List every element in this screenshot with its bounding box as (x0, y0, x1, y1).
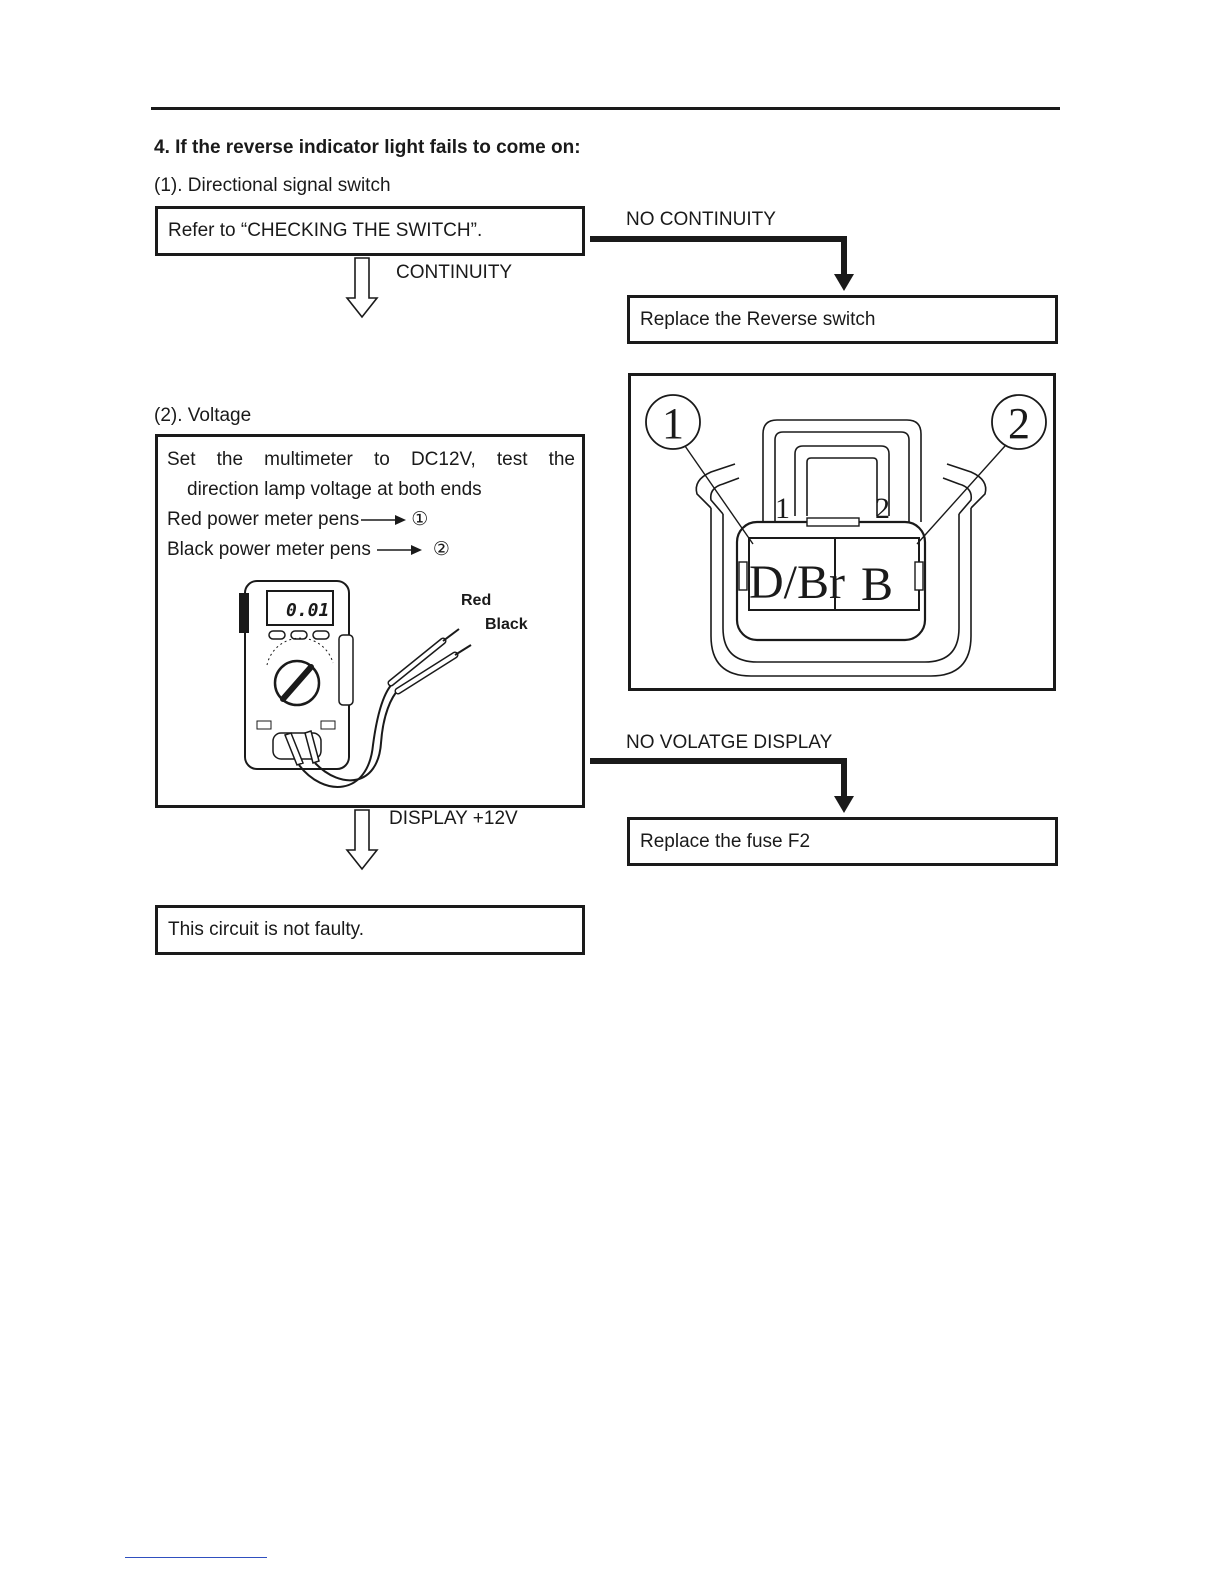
connector-diagram: 1 2 D/Br B 1 2 (645, 394, 1047, 677)
word: DC12V, (410, 449, 476, 470)
step1-check-text: Refer to “CHECKING THE SWITCH”. (168, 220, 483, 241)
black-pen-label: Black power meter pens (167, 539, 371, 560)
callout-2-circle (991, 394, 1047, 450)
replace-fuse-text: Replace the fuse F2 (640, 830, 811, 852)
step2-instruction-line2: direction lamp voltage at both ends (187, 479, 482, 500)
red-pen-label: Red power meter pens (167, 509, 360, 530)
red-pen-line: Red power meter pens ① (167, 505, 575, 535)
wire-2-color-label: B (861, 558, 893, 611)
callout-1-circle (645, 394, 701, 450)
step2-title: (2). Voltage (154, 405, 252, 426)
step2-no-arrow-icon (590, 758, 854, 813)
replace-reverse-switch-box: Replace the Reverse switch (627, 295, 1058, 344)
word: the (548, 449, 575, 470)
section-heading: 4. If the reverse indicator light fails … (154, 137, 581, 158)
footer-link-underline[interactable] (125, 1557, 267, 1558)
step1-down-arrow-icon (345, 257, 379, 319)
not-faulty-box: This circuit is not faulty. (155, 905, 585, 955)
step2-instructions: Set the multimeter to DC12V, test the di… (167, 445, 575, 565)
step1-title: (1). Directional signal switch (154, 175, 391, 196)
top-rule (151, 107, 1060, 110)
word: to (373, 449, 390, 470)
step2-instruction-line1: Set the multimeter to DC12V, test the (167, 445, 575, 475)
pin-1-label: 1 (775, 492, 790, 525)
step1-no-continuity-label: NO CONTINUITY (626, 209, 776, 230)
step1-no-arrow-icon (590, 236, 854, 291)
replace-fuse-box: Replace the fuse F2 (627, 817, 1058, 866)
step2-down-arrow-icon (345, 809, 379, 871)
word: Set (167, 449, 196, 470)
word: multimeter (264, 449, 353, 470)
not-faulty-text: This circuit is not faulty. (168, 919, 365, 940)
replace-reverse-switch-text: Replace the Reverse switch (640, 308, 876, 330)
step1-continuity-label: CONTINUITY (396, 262, 513, 283)
display-12v-label: DISPLAY +12V (389, 808, 518, 829)
black-pen-arrow-icon (376, 545, 422, 555)
multimeter-display-readout: 0.01 (286, 600, 329, 621)
callout-2-label: 2 (1008, 399, 1030, 448)
lead-black-label: Black (485, 616, 528, 633)
red-pen-arrow-icon (361, 515, 407, 525)
black-pen-line: Black power meter pens ② (167, 535, 575, 565)
black-pen-target: ② (432, 539, 450, 560)
wire-1-color-label: D/Br (749, 556, 845, 609)
word: the (216, 449, 244, 470)
callout-1-label: 1 (662, 399, 684, 448)
no-voltage-display-label: NO VOLATGE DISPLAY (626, 732, 833, 753)
word: test (496, 449, 528, 470)
pin-2-label: 2 (875, 492, 890, 525)
connector-diagram-box: 1 2 D/Br B 1 2 (628, 373, 1056, 691)
step1-check-box: Refer to “CHECKING THE SWITCH”. (155, 206, 585, 256)
step2-voltage-box: Set the multimeter to DC12V, test the di… (155, 434, 585, 808)
multimeter-illustration: 0.01 Red Black (239, 580, 528, 788)
lead-red-label: Red (461, 592, 491, 609)
red-pen-target: ① (411, 509, 429, 530)
